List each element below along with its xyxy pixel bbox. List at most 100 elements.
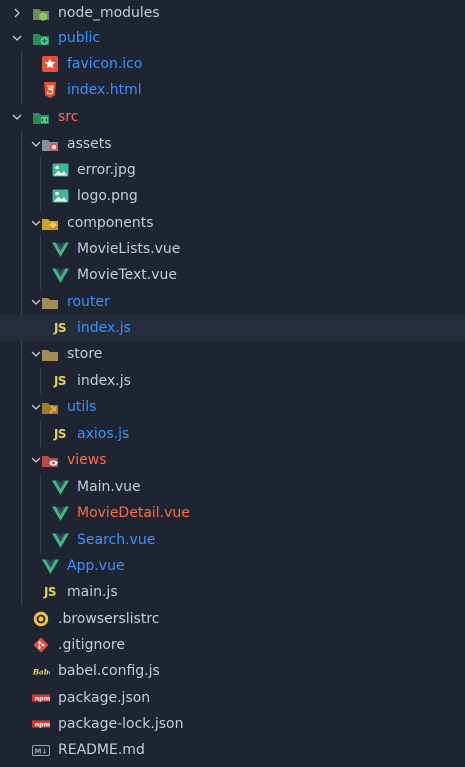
file-row-babel-config-js[interactable]: Babel babel.config.js: [0, 658, 465, 684]
folder-icon: [41, 294, 59, 310]
file-row-index-js[interactable]: JS index.js: [0, 315, 465, 341]
chevron-down-icon[interactable]: [30, 401, 42, 413]
indent-guide-public: [21, 51, 22, 105]
js-file-icon: JS: [53, 374, 67, 388]
babel-icon: Babel: [32, 663, 50, 679]
file-label: index.html: [67, 82, 142, 98]
components-folder-icon: [41, 215, 59, 231]
file-row-index-js[interactable]: JS index.js: [0, 368, 465, 394]
vue-file-icon: [51, 479, 69, 495]
folder-label: assets: [67, 136, 112, 152]
file-label: axios.js: [77, 426, 130, 442]
folder-row-views[interactable]: views: [0, 447, 465, 473]
chevron-down-icon[interactable]: [30, 454, 42, 466]
svg-text:Babel: Babel: [32, 667, 50, 676]
node-folder-icon: [32, 5, 50, 21]
chevron-right-icon[interactable]: [11, 7, 23, 19]
chevron-down-icon[interactable]: [30, 348, 42, 360]
chevron-down-icon[interactable]: [30, 138, 42, 150]
file-label: MovieLists.vue: [77, 241, 181, 257]
file-label: logo.png: [77, 188, 138, 204]
folder-label: public: [58, 30, 101, 46]
folder-row-assets[interactable]: assets: [0, 131, 465, 157]
file-row-movietext-vue[interactable]: MovieText.vue: [0, 262, 465, 288]
indent-guide-src: [21, 131, 22, 606]
folder-label: views: [67, 452, 107, 468]
file-row-readme-md[interactable]: M↓ README.md: [0, 737, 465, 763]
vue-file-icon: [51, 267, 69, 283]
folder-label: src: [58, 109, 79, 125]
file-label: index.js: [77, 320, 131, 336]
file-row-package-json[interactable]: npm package.json: [0, 685, 465, 711]
file-label: package.json: [58, 690, 151, 706]
file-label: Main.vue: [77, 479, 141, 495]
js-file-icon: JS: [43, 585, 57, 599]
file-label: .gitignore: [58, 637, 125, 653]
favicon-star-icon: [41, 56, 59, 72]
file-label: error.jpg: [77, 162, 136, 178]
chevron-down-icon[interactable]: [11, 32, 23, 44]
file-row-browserslistrc[interactable]: .browserslistrc: [0, 606, 465, 632]
file-label: Search.vue: [77, 532, 156, 548]
git-icon: [32, 637, 50, 653]
npm-icon: npm: [32, 690, 50, 706]
chevron-down-icon[interactable]: [30, 217, 42, 229]
file-row-error-jpg[interactable]: error.jpg: [0, 157, 465, 183]
folder-row-components[interactable]: components: [0, 210, 465, 236]
file-label: babel.config.js: [58, 663, 160, 679]
markdown-icon: M↓: [32, 742, 50, 758]
svg-text:M↓: M↓: [35, 747, 48, 755]
npm-icon: npm: [32, 716, 50, 732]
indent-guide-store: [40, 368, 41, 394]
file-row-main-js[interactable]: JS main.js: [0, 579, 465, 605]
indent-guide-views: [40, 474, 41, 554]
file-row-gitignore[interactable]: .gitignore: [0, 632, 465, 658]
html5-icon: [41, 82, 59, 98]
folder-label: router: [67, 294, 110, 310]
file-label: index.js: [77, 373, 131, 389]
vue-file-icon: [51, 505, 69, 521]
svg-text:npm: npm: [35, 696, 50, 703]
file-row-favicon-ico[interactable]: favicon.ico: [0, 51, 465, 77]
file-label: App.vue: [67, 558, 125, 574]
file-row-index-html[interactable]: index.html: [0, 77, 465, 103]
chevron-down-icon[interactable]: [11, 111, 23, 123]
file-row-main-vue[interactable]: Main.vue: [0, 474, 465, 500]
chevron-down-icon[interactable]: [30, 296, 42, 308]
folder-row-src[interactable]: src: [0, 104, 465, 130]
vue-file-icon: [41, 558, 59, 574]
file-row-moviedetail-vue[interactable]: MovieDetail.vue: [0, 500, 465, 526]
file-label: favicon.ico: [67, 56, 143, 72]
vue-file-icon: [51, 532, 69, 548]
vue-file-icon: [51, 241, 69, 257]
utils-folder-icon: [41, 399, 59, 415]
folder-row-public[interactable]: public: [0, 25, 465, 51]
file-label: .browserslistrc: [58, 611, 160, 627]
file-label: MovieDetail.vue: [77, 505, 190, 521]
file-label: package-lock.json: [58, 716, 184, 732]
indent-guide-utils: [40, 421, 41, 447]
folder-row-router[interactable]: router: [0, 289, 465, 315]
file-row-movielists-vue[interactable]: MovieLists.vue: [0, 236, 465, 262]
folder-row-node-modules[interactable]: node_modules: [0, 0, 465, 26]
assets-folder-icon: [41, 136, 59, 152]
folder-row-utils[interactable]: utils: [0, 394, 465, 420]
public-folder-icon: [32, 30, 50, 46]
js-file-icon: JS: [53, 321, 67, 335]
folder-label: node_modules: [58, 5, 160, 21]
file-label: README.md: [58, 742, 145, 758]
file-row-logo-png[interactable]: logo.png: [0, 183, 465, 209]
indent-guide-assets: [40, 157, 41, 211]
folder-label: components: [67, 215, 154, 231]
src-folder-icon: [32, 109, 50, 125]
folder-row-store[interactable]: store: [0, 341, 465, 367]
file-row-search-vue[interactable]: Search.vue: [0, 527, 465, 553]
image-file-icon: [51, 188, 69, 204]
file-label: MovieText.vue: [77, 267, 177, 283]
indent-guide-components: [40, 236, 41, 290]
file-row-package-lock-json[interactable]: npm package-lock.json: [0, 711, 465, 737]
views-folder-icon: [41, 452, 59, 468]
file-row-app-vue[interactable]: App.vue: [0, 553, 465, 579]
file-label: main.js: [67, 584, 118, 600]
